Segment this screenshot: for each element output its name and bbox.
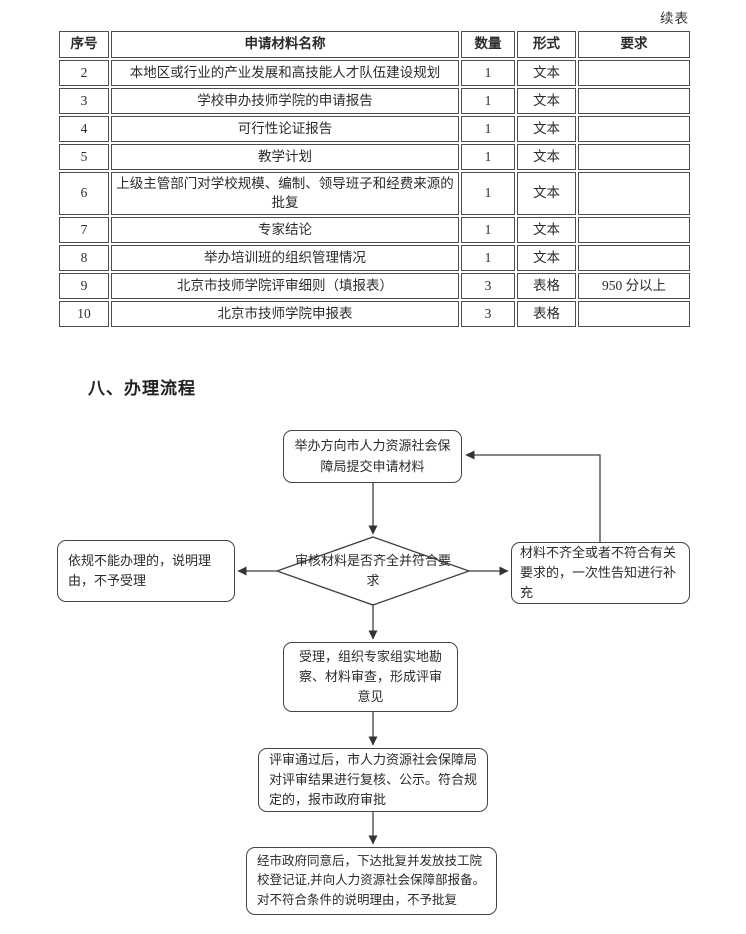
cell-qty: 3 <box>461 301 515 327</box>
table-header-row: 序号 申请材料名称 数量 形式 要求 <box>59 31 690 58</box>
table-row: 8 举办培训班的组织管理情况 1 文本 <box>59 245 690 271</box>
cell-name: 学校申办技师学院的申请报告 <box>111 88 459 114</box>
section-heading: 八、办理流程 <box>88 379 196 398</box>
cell-no: 9 <box>59 273 109 299</box>
table-row: 3 学校申办技师学院的申请报告 1 文本 <box>59 88 690 114</box>
cell-qty: 1 <box>461 144 515 170</box>
flow-step-submit-materials: 举办方向市人力资源社会保障局提交申请材料 <box>283 430 462 483</box>
arrow-supplement-to-submit <box>465 450 601 542</box>
table-row: 2 本地区或行业的产业发展和高技能人才队伍建设规划 1 文本 <box>59 60 690 86</box>
flow-step-publicity: 评审通过后，市人力资源社会保障局对评审结果进行复核、公示。符合规定的，报市政府审… <box>258 748 488 812</box>
flow-step-label: 经市政府同意后，下达批复并发放技工院校登记证,并向人力资源社会保障部报备。对不符… <box>257 853 486 907</box>
continued-table-label: 续表 <box>660 11 689 26</box>
cell-req <box>578 60 690 86</box>
cell-no: 8 <box>59 245 109 271</box>
cell-qty: 3 <box>461 273 515 299</box>
flow-step-label: 受理，组织专家组实地勘察、材料审查，形成评审意见 <box>298 648 442 705</box>
table-row: 5 教学计划 1 文本 <box>59 144 690 170</box>
cell-form: 文本 <box>517 144 576 170</box>
cell-req <box>578 172 690 215</box>
table-row: 6 上级主管部门对学校规模、编制、领导班子和经费来源的批复 1 文本 <box>59 172 690 215</box>
cell-no: 3 <box>59 88 109 114</box>
header-name: 申请材料名称 <box>111 31 459 58</box>
cell-form: 文本 <box>517 60 576 86</box>
flow-decision-label: 审核材料是否齐全并符合要求 <box>294 553 451 589</box>
cell-qty: 1 <box>461 60 515 86</box>
cell-form: 文本 <box>517 116 576 142</box>
cell-req <box>578 88 690 114</box>
flow-step-reject: 依规不能办理的，说明理由，不予受理 <box>57 540 235 602</box>
cell-name: 北京市技师学院评审细则（填报表） <box>111 273 459 299</box>
cell-no: 6 <box>59 172 109 215</box>
flow-step-supplement: 材料不齐全或者不符合有关要求的，一次性告知进行补充 <box>511 542 690 604</box>
table-row: 7 专家结论 1 文本 <box>59 217 690 243</box>
cell-no: 7 <box>59 217 109 243</box>
cell-no: 10 <box>59 301 109 327</box>
cell-name: 北京市技师学院申报表 <box>111 301 459 327</box>
application-materials-table: 序号 申请材料名称 数量 形式 要求 2 本地区或行业的产业发展和高技能人才队伍… <box>57 29 692 329</box>
cell-qty: 1 <box>461 217 515 243</box>
header-form: 形式 <box>517 31 576 58</box>
cell-name: 教学计划 <box>111 144 459 170</box>
flowchart-connectors <box>237 450 601 845</box>
table-row: 4 可行性论证报告 1 文本 <box>59 116 690 142</box>
header-no: 序号 <box>59 31 109 58</box>
flow-step-label: 依规不能办理的，说明理由，不予受理 <box>68 552 212 588</box>
cell-no: 2 <box>59 60 109 86</box>
cell-req: 950 分以上 <box>578 273 690 299</box>
cell-req <box>578 144 690 170</box>
cell-qty: 1 <box>461 172 515 215</box>
cell-req <box>578 116 690 142</box>
cell-qty: 1 <box>461 245 515 271</box>
cell-form: 文本 <box>517 245 576 271</box>
cell-qty: 1 <box>461 116 515 142</box>
cell-form: 表格 <box>517 273 576 299</box>
table-row: 9 北京市技师学院评审细则（填报表） 3 表格 950 分以上 <box>59 273 690 299</box>
cell-req <box>578 301 690 327</box>
flow-step-label: 举办方向市人力资源社会保障局提交申请材料 <box>294 438 451 474</box>
header-qty: 数量 <box>461 31 515 58</box>
cell-form: 表格 <box>517 301 576 327</box>
cell-req <box>578 245 690 271</box>
table-row: 10 北京市技师学院申报表 3 表格 <box>59 301 690 327</box>
cell-qty: 1 <box>461 88 515 114</box>
cell-form: 文本 <box>517 88 576 114</box>
cell-req <box>578 217 690 243</box>
cell-name: 可行性论证报告 <box>111 116 459 142</box>
cell-no: 5 <box>59 144 109 170</box>
cell-name: 上级主管部门对学校规模、编制、领导班子和经费来源的批复 <box>111 172 459 215</box>
cell-form: 文本 <box>517 217 576 243</box>
flow-step-final-approval: 经市政府同意后，下达批复并发放技工院校登记证,并向人力资源社会保障部报备。对不符… <box>246 847 497 915</box>
flow-step-label: 评审通过后，市人力资源社会保障局对评审结果进行复核、公示。符合规定的，报市政府审… <box>269 751 478 808</box>
cell-name: 举办培训班的组织管理情况 <box>111 245 459 271</box>
header-req: 要求 <box>578 31 690 58</box>
cell-no: 4 <box>59 116 109 142</box>
process-flowchart: 举办方向市人力资源社会保障局提交申请材料 审核材料是否齐全并符合要求 依规不能办… <box>50 420 720 930</box>
cell-name: 本地区或行业的产业发展和高技能人才队伍建设规划 <box>111 60 459 86</box>
cell-form: 文本 <box>517 172 576 215</box>
cell-name: 专家结论 <box>111 217 459 243</box>
flow-step-label: 材料不齐全或者不符合有关要求的，一次性告知进行补充 <box>520 544 677 601</box>
flow-step-accept-review: 受理，组织专家组实地勘察、材料审查，形成评审意见 <box>283 642 458 712</box>
